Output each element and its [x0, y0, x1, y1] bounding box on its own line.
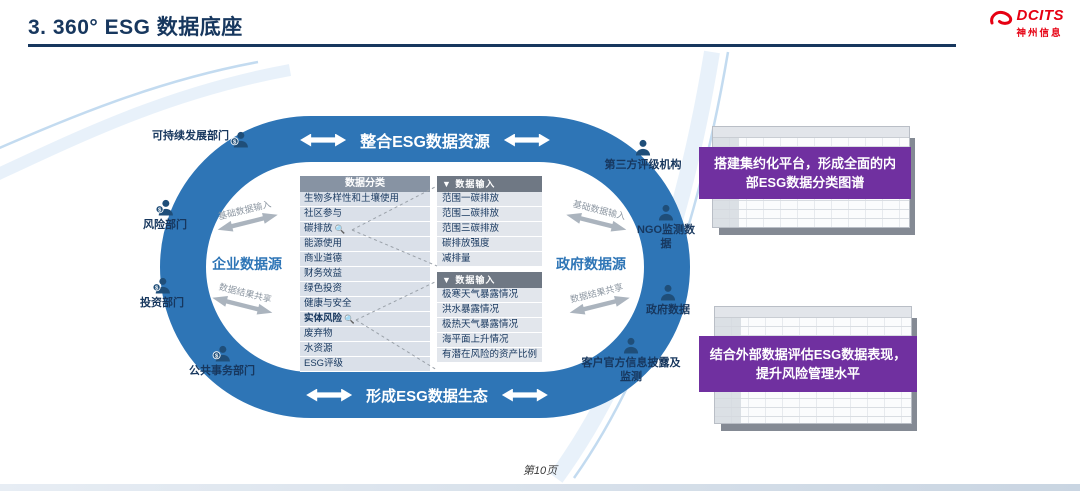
- data-input-table-carbon: ▼ 数据输入 范围一碳排放 范围二碳排放 范围三碳排放 碳排放强度 减排量: [437, 176, 542, 267]
- person-dollar-icon: $: [152, 276, 172, 296]
- person-icon: [658, 283, 678, 303]
- table-header: 数据分类: [300, 176, 430, 192]
- node-customer-disclosure: 客户官方信息披露及监测: [578, 336, 684, 385]
- magnifier-icon: 🔍: [334, 223, 346, 234]
- table-row: 碳排放强度: [437, 237, 542, 252]
- enterprise-data-source-label: 企业数据源: [212, 256, 282, 272]
- table-header: ▼ 数据输入: [437, 272, 542, 288]
- table-header: ▼ 数据输入: [437, 176, 542, 192]
- logo-subname: 神州信息: [1016, 28, 1063, 39]
- node-sustainable-development-dept: $ 可持续发展部门: [150, 130, 250, 150]
- node-third-party-rating: 第三方评级机构: [594, 138, 692, 173]
- node-public-affairs-dept: $ 公共事务部门: [176, 344, 268, 379]
- svg-text:$: $: [215, 353, 219, 359]
- table-row: 减排量: [437, 252, 542, 267]
- bottom-strip: [0, 484, 1080, 491]
- double-arrow-icon: [306, 388, 353, 402]
- bottom-banner-label: 形成ESG数据生态: [366, 387, 488, 405]
- person-dollar-icon: $: [230, 130, 250, 150]
- node-government-data: 政府数据: [638, 283, 698, 318]
- callout-intensive-platform: 搭建集约化平台，形成全面的内部ESG数据分类图谱: [699, 147, 911, 199]
- double-arrow-icon: [503, 133, 550, 147]
- person-dollar-icon: $: [212, 344, 232, 364]
- table-row: 范围二碳排放: [437, 207, 542, 222]
- top-banner-label: 整合ESG数据资源: [360, 134, 490, 151]
- callout-external-data: 结合外部数据评估ESG数据表现，提升风险管理水平: [699, 336, 917, 392]
- table-row: 极寒天气暴露情况: [437, 288, 542, 303]
- person-icon: [621, 336, 641, 356]
- table-row: 海平面上升情况: [437, 333, 542, 348]
- table-row: 范围一碳排放: [437, 192, 542, 207]
- spreadsheet-toolbar: [715, 307, 911, 318]
- dcits-logo-swoosh-icon: [988, 8, 1014, 30]
- node-label: 公共事务部门: [189, 365, 255, 377]
- node-risk-dept: $ 风险部门: [133, 198, 197, 233]
- dcits-logo: DCITS 神州信息: [988, 8, 1065, 39]
- person-dollar-icon: $: [155, 198, 175, 218]
- node-label: 政府数据: [646, 304, 690, 316]
- table-row: 财务效益: [300, 267, 430, 282]
- government-data-source-label: 政府数据源: [556, 256, 626, 272]
- bottom-banner: 形成ESG数据生态: [286, 380, 568, 410]
- table-row: 洪水暴露情况: [437, 303, 542, 318]
- table-row: 能源使用: [300, 237, 430, 252]
- double-arrow-icon: [501, 388, 548, 402]
- table-row: 碳排放🔍: [300, 222, 430, 237]
- magnifier-icon: 🔍: [344, 313, 355, 324]
- table-row: 废弃物: [300, 327, 430, 342]
- node-investment-dept: $ 投资部门: [130, 276, 194, 311]
- table-row: 实体风险🔍: [300, 312, 430, 327]
- node-label: 客户官方信息披露及监测: [581, 357, 681, 383]
- double-arrow-icon: [300, 133, 347, 147]
- node-label: 风险部门: [143, 219, 187, 231]
- node-label: 第三方评级机构: [604, 159, 682, 171]
- node-label: NGO监测数据: [636, 224, 696, 250]
- person-icon: [633, 138, 653, 158]
- table-row: 商业道德: [300, 252, 430, 267]
- table-row: 范围三碳排放: [437, 222, 542, 237]
- table-row: 生物多样性和土壤使用: [300, 192, 430, 207]
- page-number: 第10页: [522, 465, 558, 477]
- node-label: 投资部门: [140, 297, 184, 309]
- node-label: 可持续发展部门: [152, 130, 229, 142]
- header-divider: [28, 44, 956, 47]
- table-row: 极热天气暴露情况: [437, 318, 542, 333]
- table-row: 社区参与: [300, 207, 430, 222]
- table-row: ESG评级: [300, 357, 430, 372]
- page-title: 3. 360° ESG 数据底座: [28, 16, 243, 39]
- node-ngo-monitoring-data: NGO监测数据: [636, 203, 696, 252]
- table-row: 绿色投资: [300, 282, 430, 297]
- data-classification-table: 数据分类 生物多样性和土壤使用 社区参与 碳排放🔍 能源使用 商业道德 财务效益…: [300, 176, 430, 372]
- logo-name: DCITS: [1016, 7, 1064, 24]
- svg-text:$: $: [158, 207, 162, 213]
- top-banner: 整合ESG数据资源: [268, 124, 582, 156]
- table-row: 水资源: [300, 342, 430, 357]
- svg-text:$: $: [155, 285, 159, 291]
- data-input-table-physical-risk: ▼ 数据输入 极寒天气暴露情况 洪水暴露情况 极热天气暴露情况 海平面上升情况 …: [437, 272, 542, 363]
- spreadsheet-toolbar: [713, 127, 909, 138]
- table-row: 健康与安全: [300, 297, 430, 312]
- person-icon: [656, 203, 676, 223]
- table-row: 有潜在风险的资产比例: [437, 348, 542, 363]
